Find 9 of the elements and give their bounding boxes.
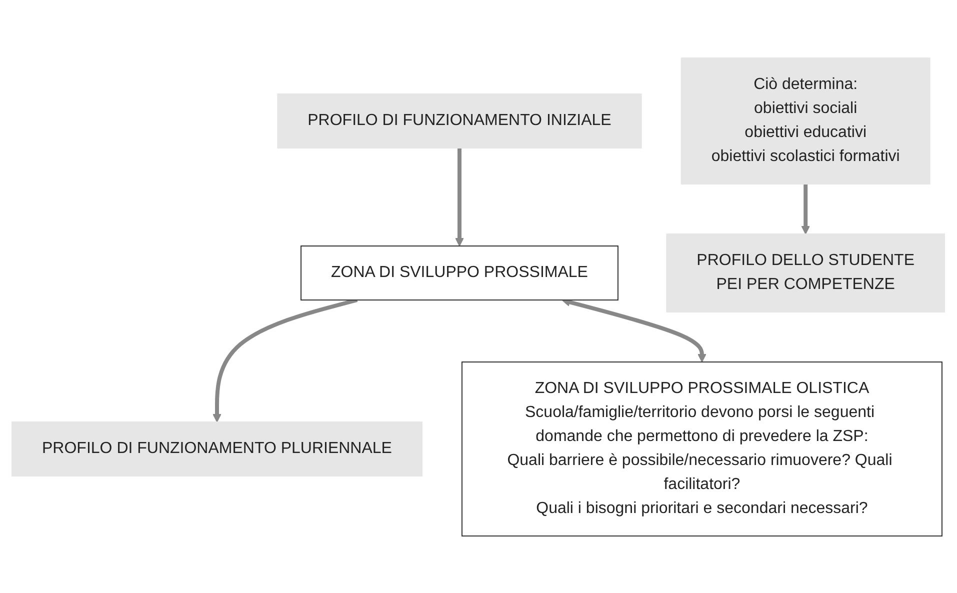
node-box: Ciò determina: obiettivi sociali obiettivi educativi obiettivi scolastici formativi [681, 57, 931, 184]
arrow [455, 148, 464, 246]
node-box: ZONA DI SVILUPPO PROSSIMALE OLISTICA Scuola/famiglie/territorio devono porsi le seguenti domande che permettono di prevedere la ZSP: Quali barriere è possibile/necessario rimuovere? Quali facilitatori? Quali i bisogni prioritari e secondari necessari? [462, 361, 943, 536]
node-box: PROFILO DI FUNZIONAMENTO PLURIENNALE [12, 421, 423, 476]
node-box: PROFILO DI FUNZIONAMENTO INIZIALE [277, 93, 642, 148]
node-box: PROFILO DELLO STUDENTE PEI PER COMPETENZE [666, 233, 946, 312]
arrow [212, 298, 358, 422]
arrow [801, 184, 810, 234]
node-box: ZONA DI SVILUPPO PROSSIMALE [300, 245, 619, 300]
